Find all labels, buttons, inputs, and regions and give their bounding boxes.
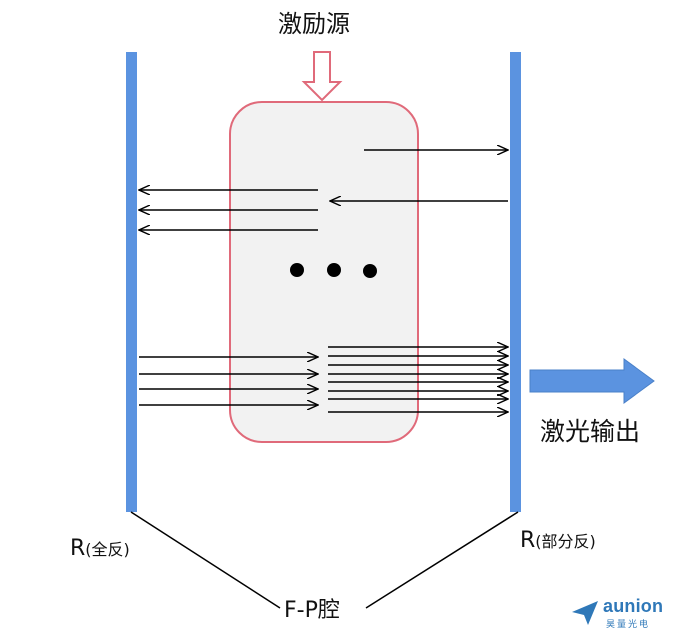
laser-output-arrow — [529, 358, 655, 404]
output-label: 激光输出 — [540, 417, 641, 446]
cavity-bracket-right — [365, 511, 519, 609]
mirror-r-label: R — [70, 536, 86, 561]
logo-subtitle: 昊量光电 — [606, 620, 651, 630]
paper-plane-icon — [572, 601, 598, 625]
left-mirror — [126, 52, 137, 512]
left-mirror-label: R(全反) — [70, 536, 130, 561]
cavity-label: F-P腔 — [284, 598, 340, 623]
pump-label: 激励源 — [278, 10, 350, 38]
mirror-note: (全反) — [85, 540, 130, 559]
mirror-note: (部分反) — [535, 532, 596, 551]
cavity-bracket-left — [130, 511, 281, 609]
pump-arrow — [301, 51, 343, 102]
mirror-r-label: R — [520, 528, 536, 553]
ellipsis-dot — [327, 263, 341, 277]
ellipsis-dot — [290, 263, 304, 277]
logo-name: aunion — [603, 596, 664, 616]
ellipsis-dot — [363, 264, 377, 278]
right-mirror-label: R(部分反) — [520, 528, 596, 553]
right-mirror — [510, 52, 521, 512]
brand-logo: aunion 昊量光电 — [570, 596, 670, 632]
